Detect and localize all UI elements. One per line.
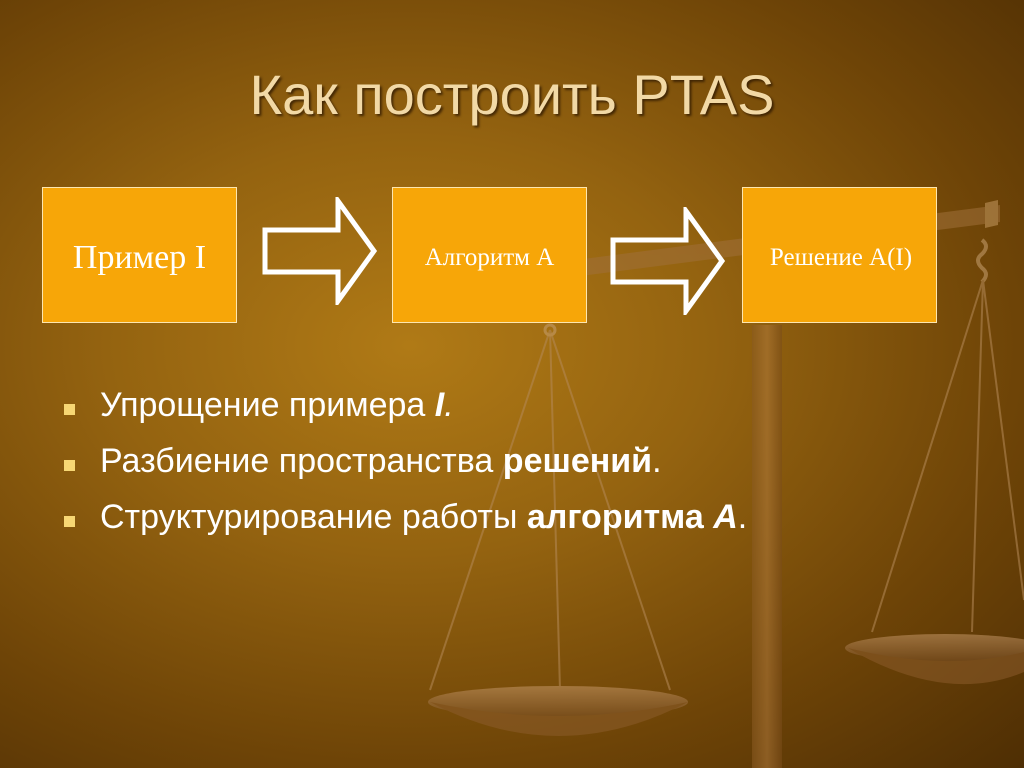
flow-box-label: Пример I — [72, 239, 207, 276]
flow-box-label: Решение А(I) — [769, 244, 913, 271]
square-bullet-icon — [64, 516, 75, 527]
arrow-right-icon — [262, 197, 378, 305]
flow-box-label: Алгоритм А — [424, 244, 555, 271]
list-item: Разбиение пространства решений. — [64, 442, 747, 498]
list-item: Упрощение примера I. — [64, 386, 747, 442]
arrow-right-icon — [610, 207, 726, 315]
flow-box-algorithm: Алгоритм А — [392, 187, 587, 323]
flow-box-solution: Решение А(I) — [742, 187, 937, 323]
square-bullet-icon — [64, 404, 75, 415]
square-bullet-icon — [64, 460, 75, 471]
list-item: Структурирование работы алгоритма A. — [64, 498, 747, 554]
flow-box-instance: Пример I — [42, 187, 237, 323]
page-title: Как построить PTAS — [249, 63, 775, 126]
bullet-list: Упрощение примера I. Разбиение пространс… — [64, 386, 747, 554]
